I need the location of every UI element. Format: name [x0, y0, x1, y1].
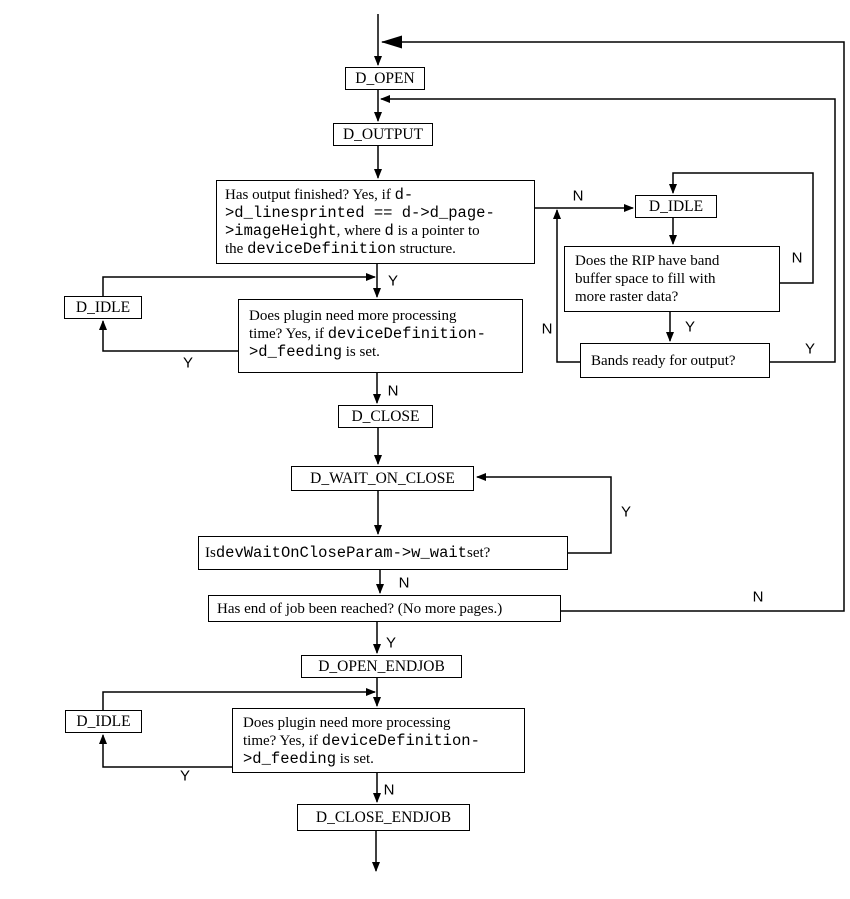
label-y-need-time-2: Y: [179, 767, 191, 785]
code-text: devWaitOnCloseParam->w_wait: [215, 544, 467, 562]
state-d-idle-left2: D_IDLE: [65, 710, 142, 733]
state-d-open-endjob: D_OPEN_ENDJOB: [301, 655, 462, 678]
question-end-of-job: Has end of job been reached? (No more pa…: [208, 595, 561, 622]
state-d-close: D_CLOSE: [338, 405, 433, 428]
question-bands-ready: Bands ready for output?: [580, 343, 770, 378]
plain-text: the: [225, 241, 248, 257]
plain-text: time? Yes, if: [249, 326, 328, 342]
label-n-need-time-2: N: [383, 781, 395, 799]
state-d-wait-on-close: D_WAIT_ON_CLOSE: [291, 466, 474, 491]
plain-text: Does the RIP have band: [575, 253, 720, 269]
label-y-need-time-1: Y: [182, 354, 194, 372]
label-n-end-of-job: N: [752, 588, 764, 606]
plain-text: buffer space to fill with: [575, 271, 716, 287]
label-n-need-time-1: N: [387, 382, 399, 400]
edge-need-time-1-y-to-d-idle-left: [99, 320, 238, 352]
code-text: deviceDefinition: [247, 240, 396, 258]
plain-text: is a pointer to: [393, 223, 480, 239]
edge-bands-ready-y-to-d-output: [380, 95, 836, 363]
plain-text: Has output finished? Yes, if: [225, 187, 395, 203]
code-text: >d_feeding: [249, 343, 343, 361]
question-wait-on-close: Is devWaitOnCloseParam->w_wait set?: [198, 536, 568, 570]
plain-text: time? Yes, if: [243, 733, 322, 749]
plain-text: Is: [205, 545, 216, 561]
label-y-bands-ready: Y: [804, 340, 816, 358]
edge-band-buffer-n-loop: [669, 172, 814, 284]
edge-need-time-2-y-to-d-idle-left2: [99, 734, 232, 768]
plain-text: structure.: [395, 241, 456, 257]
plain-text: Does plugin need more processing: [243, 715, 451, 731]
plain-text: Bands ready for output?: [591, 352, 736, 369]
state-d-open: D_OPEN: [345, 67, 425, 90]
plain-text: Has end of job been reached? (No more pa…: [217, 600, 503, 617]
state-d-output: D_OUTPUT: [333, 123, 433, 146]
code-text: >d_linesprinted == d->d_page-: [225, 204, 495, 222]
code-text: deviceDefinition-: [321, 732, 480, 750]
code-text: >d_feeding: [243, 750, 337, 768]
question-output-finished: Has output finished? Yes, if d->d_linesp…: [216, 180, 535, 264]
state-d-close-endjob: D_CLOSE_ENDJOB: [297, 804, 470, 831]
code-text: deviceDefinition-: [327, 325, 486, 343]
question-need-time-1: Does plugin need more processing time? Ye…: [238, 299, 523, 373]
label-n-bands-ready: N: [541, 320, 553, 338]
question-need-time-2: Does plugin need more processing time? Ye…: [232, 708, 525, 773]
label-n-wait: N: [398, 574, 410, 592]
state-d-idle-left: D_IDLE: [64, 296, 142, 319]
plain-text: Does plugin need more processing: [249, 308, 457, 324]
state-d-idle-right: D_IDLE: [635, 195, 717, 218]
question-band-buffer: Does the RIP have band buffer space to fi…: [564, 246, 780, 312]
label-y-output-finished: Y: [387, 272, 399, 290]
label-n-band-buffer-loop: N: [791, 249, 803, 267]
plain-text: set?: [467, 545, 491, 561]
edge-bands-ready-n-return: [553, 209, 580, 363]
label-y-band-buffer: Y: [684, 318, 696, 336]
label-n-idle-entry: N: [572, 187, 584, 205]
code-text: >imageHeight: [225, 222, 337, 240]
edge-wait-question-y-loop: [476, 473, 612, 554]
label-y-wait-loop: Y: [620, 503, 632, 521]
code-text: d-: [394, 186, 414, 204]
plain-text: , where: [336, 223, 385, 239]
edge-d-idle-left-loop: [102, 273, 376, 296]
edge-d-idle-left2-loop: [102, 688, 376, 710]
edge-end-of-job-n-return: [381, 35, 845, 612]
plain-text: is set.: [342, 344, 380, 360]
label-y-end-of-job: Y: [385, 634, 397, 652]
plain-text: is set.: [336, 751, 374, 767]
plain-text: more raster data?: [575, 289, 679, 305]
code-text: d: [384, 222, 394, 240]
